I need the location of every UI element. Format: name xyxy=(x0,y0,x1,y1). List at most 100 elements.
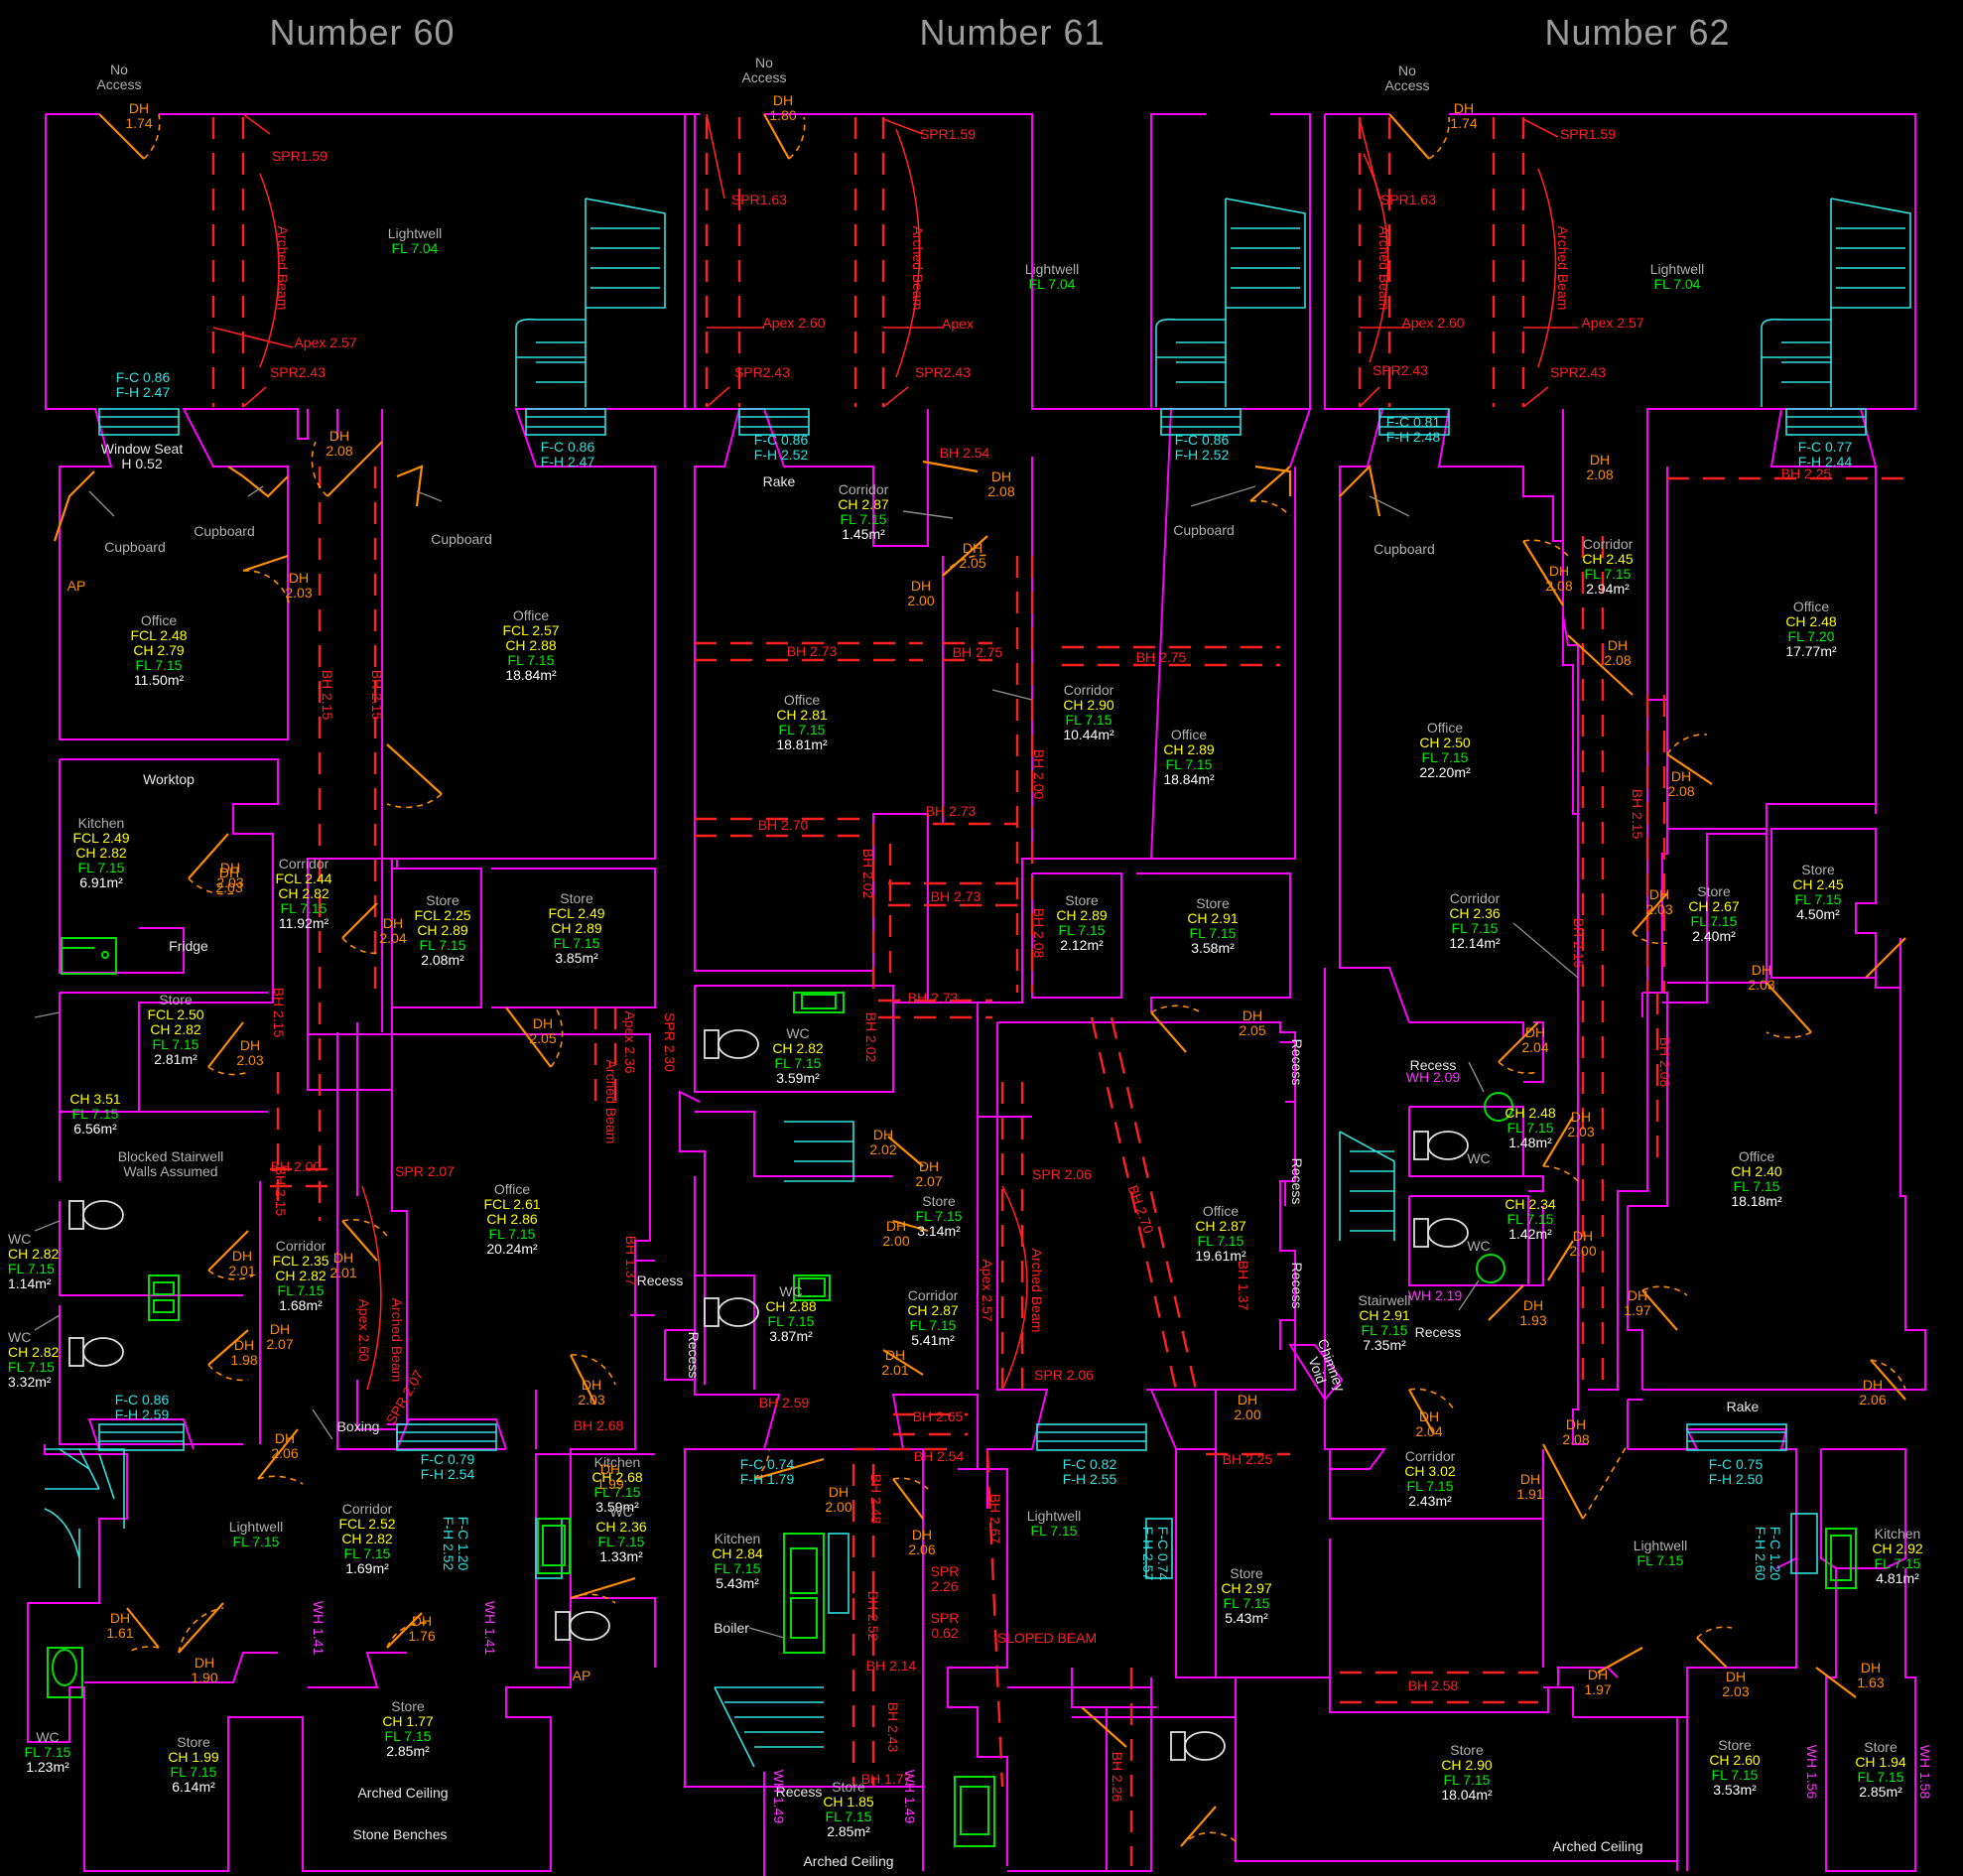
note-label: H 0.52 xyxy=(121,456,162,471)
beam-label: 0.62 xyxy=(931,1625,958,1641)
door-height-label: 2.04 xyxy=(1521,1039,1548,1055)
room-ch: CH 2.97 xyxy=(1221,1580,1272,1596)
window-label: F-C 0.74 xyxy=(740,1456,795,1472)
room-area: 20.24m² xyxy=(486,1241,538,1257)
beam-label: Apex 2.57 xyxy=(980,1259,995,1321)
door-height-label: DH xyxy=(1419,1408,1439,1424)
room-ch: CH 2.88 xyxy=(505,637,557,653)
room-name: Store xyxy=(1196,895,1230,911)
door-height-label: DH xyxy=(1588,1667,1608,1682)
room-ch: CH 2.82 xyxy=(75,845,127,861)
room-ch: FCL 2.57 xyxy=(502,622,559,638)
door-height-label: 1.97 xyxy=(1624,1302,1650,1318)
beam-label: 2.26 xyxy=(931,1578,958,1594)
room-fl: FL 7.15 xyxy=(1362,1322,1408,1338)
leader-lines xyxy=(34,485,1579,1639)
room-area: 5.43m² xyxy=(716,1575,759,1591)
door-height-label: 2.07 xyxy=(915,1173,942,1189)
room-name: Stairwell xyxy=(1359,1292,1411,1308)
window-label: F-C 0.75 xyxy=(1709,1456,1764,1472)
room-area: 4.81m² xyxy=(1876,1570,1919,1586)
room-fl: FL 7.15 xyxy=(344,1545,391,1561)
door-height-label: 2.05 xyxy=(529,1030,556,1046)
room-area: 3.59m² xyxy=(595,1499,639,1515)
door-height-label: 2.03 xyxy=(236,1052,263,1068)
room-fl: FL 7.15 xyxy=(233,1534,280,1549)
room-ch: CH 2.67 xyxy=(1688,898,1740,914)
room-name: Office xyxy=(513,607,550,623)
window-label: F-H 2.47 xyxy=(116,384,171,400)
beam-label: SPR xyxy=(931,1563,960,1579)
room-ch: CH 2.36 xyxy=(595,1519,647,1535)
room-ch: CH 2.40 xyxy=(1731,1163,1782,1179)
room-ch: CH 2.36 xyxy=(1449,905,1501,921)
room-name: Office xyxy=(784,692,821,708)
note-label: Boxing xyxy=(337,1418,380,1434)
room-name: Store xyxy=(1801,862,1835,877)
room-ch: CH 2.89 xyxy=(1163,741,1215,757)
note-label: Recess xyxy=(1415,1324,1462,1340)
windows xyxy=(98,408,1867,1614)
room-name: Office xyxy=(1427,720,1464,736)
room-ch: CH 2.87 xyxy=(907,1302,959,1318)
note-label: WC xyxy=(1467,1150,1490,1166)
window-label: F-H 2.52 xyxy=(1175,447,1230,463)
door-height-label: DH xyxy=(412,1613,432,1629)
room-name: Store xyxy=(1450,1742,1484,1758)
beam-label: BH 2.26 xyxy=(1110,1752,1125,1803)
room-ch: CH 2.87 xyxy=(1195,1218,1246,1234)
room-fl: FL 7.15 xyxy=(1452,920,1499,936)
room-area: 2.85m² xyxy=(827,1823,870,1839)
room-fl: FL 7.15 xyxy=(598,1534,645,1549)
room-name: Store xyxy=(1230,1565,1263,1581)
room-fl: FL 7.15 xyxy=(136,657,183,673)
window-label: F-C 0.86 xyxy=(541,439,595,455)
room-name: Lightwell xyxy=(229,1519,283,1535)
room-fl: FL 7.15 xyxy=(594,1484,641,1500)
beam-label: SPR1.59 xyxy=(1560,126,1616,142)
fixtures xyxy=(47,937,1857,1847)
room-ch: CH 2.81 xyxy=(776,707,828,723)
room-ch: FCL 2.35 xyxy=(272,1253,328,1269)
door-height-label: DH xyxy=(1671,768,1691,784)
room-area: 2.12m² xyxy=(1060,937,1104,953)
door-height-label: 1.74 xyxy=(1450,115,1477,131)
room-ch: CH 2.45 xyxy=(1792,876,1844,892)
beam-label: BH 2.65 xyxy=(913,1408,964,1424)
note-label: Rake xyxy=(1727,1399,1760,1414)
room-area: 3.59m² xyxy=(776,1070,820,1086)
room-fl: FL 7.15 xyxy=(910,1317,957,1333)
note-label: WH 2.09 xyxy=(1406,1069,1461,1085)
door-height-label: DH xyxy=(873,1127,893,1142)
note-label: Recess xyxy=(1410,1057,1457,1073)
beam-label: Apex 2.57 xyxy=(294,335,356,350)
room-ch: CH 2.50 xyxy=(1419,735,1471,750)
room-area: 1.69m² xyxy=(345,1560,389,1576)
room-fl: FL 7.15 xyxy=(281,900,327,916)
room-fl: FL 7.15 xyxy=(8,1261,55,1276)
room-name: WC xyxy=(609,1504,632,1520)
door-height-label: DH xyxy=(1571,1109,1591,1125)
door-height-label: DH xyxy=(1238,1392,1257,1407)
beam-label: BH 1.37 xyxy=(1236,1261,1251,1311)
room-fl: FL 7.15 xyxy=(1585,566,1632,582)
room-ch: CH 1.77 xyxy=(382,1713,434,1729)
beam-label: Apex 2.36 xyxy=(622,1010,638,1073)
beam-label: BH 2.08 xyxy=(1031,908,1047,959)
room-fl: FL 7.15 xyxy=(278,1282,325,1298)
beam-label: BH 2.15 xyxy=(1571,918,1587,969)
beam-label: BH 2.52 xyxy=(865,1591,881,1642)
beam-label: SPR2.43 xyxy=(1550,364,1606,380)
note-label: Worktop xyxy=(143,771,195,787)
window-height-label: WH 1.56 xyxy=(1804,1745,1820,1800)
room-area: 18.18m² xyxy=(1731,1193,1782,1209)
walls-number-60 xyxy=(27,113,696,1872)
room-area: 18.81m² xyxy=(776,737,828,752)
note-label: Fridge xyxy=(169,938,208,954)
room-area: 18.84m² xyxy=(1163,771,1215,787)
room-area: 1.42m² xyxy=(1508,1226,1552,1242)
note-label: Rake xyxy=(763,473,796,489)
beam-label: BH 2.00 xyxy=(271,1158,322,1174)
door-height-label: 1.97 xyxy=(1584,1681,1611,1697)
note-label: Recess xyxy=(686,1332,702,1379)
